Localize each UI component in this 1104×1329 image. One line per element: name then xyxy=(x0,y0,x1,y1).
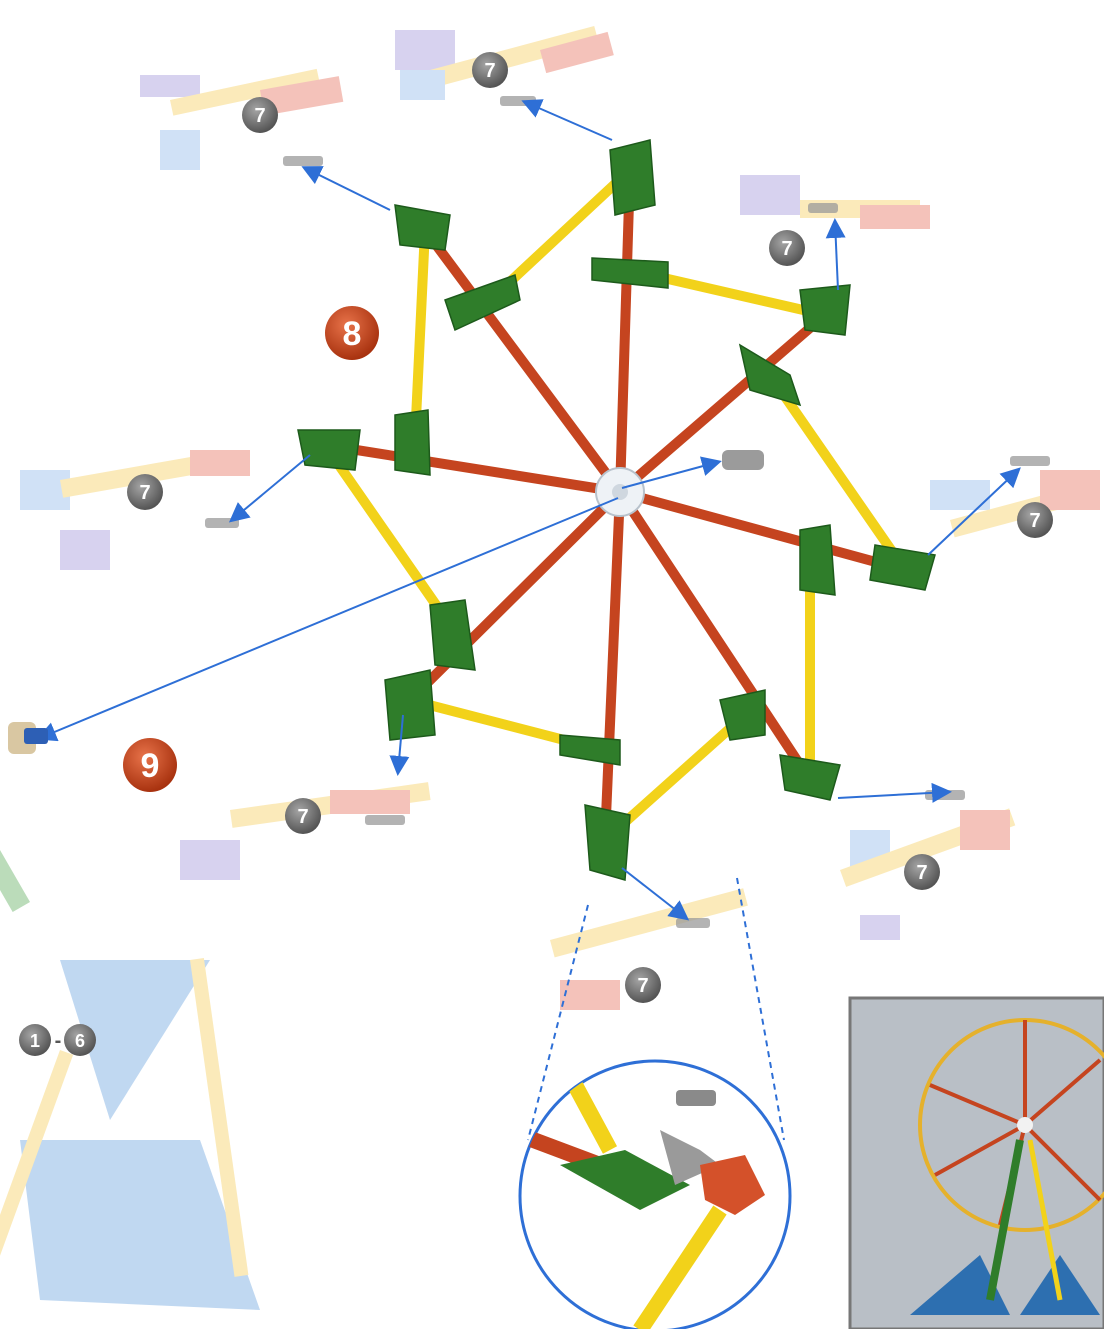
spoke-rod xyxy=(600,487,625,845)
seat-icon xyxy=(140,68,344,170)
sub-step-badge: 7 xyxy=(472,52,508,88)
svg-text:7: 7 xyxy=(781,238,792,260)
axle-icon xyxy=(676,918,710,928)
spoke-rod xyxy=(615,487,815,785)
rim xyxy=(320,165,910,845)
spokes xyxy=(320,165,910,845)
connector-icon xyxy=(394,204,451,251)
seat-icon xyxy=(180,782,431,880)
connector-icon xyxy=(719,689,766,741)
svg-text:8: 8 xyxy=(343,315,362,353)
connectors xyxy=(297,139,936,881)
step-9-badge: 9 xyxy=(123,738,177,792)
spoke-rod xyxy=(405,487,625,705)
arrow xyxy=(228,454,311,523)
sub-step-badge: 7 xyxy=(769,230,805,266)
step-8-badge: 8 xyxy=(325,306,379,360)
rim-rod xyxy=(320,440,455,630)
arrow xyxy=(521,99,613,141)
connector-icon xyxy=(869,544,936,591)
arrow xyxy=(927,467,1021,556)
sub-step-badge: 7 xyxy=(242,97,278,133)
steps-1-6-reference: 1 - 6 xyxy=(19,1024,96,1056)
svg-text:6: 6 xyxy=(75,1031,85,1051)
svg-text:9: 9 xyxy=(141,747,160,785)
seat-icon xyxy=(740,175,930,229)
connector-icon xyxy=(609,139,656,216)
spoke-rod xyxy=(420,225,625,497)
svg-text:7: 7 xyxy=(254,105,265,127)
arrow xyxy=(837,782,952,803)
svg-text:7: 7 xyxy=(297,806,308,828)
connector-icon xyxy=(738,343,802,407)
svg-text:7: 7 xyxy=(139,482,150,504)
svg-text:7: 7 xyxy=(1029,510,1040,532)
sub-step-badge: 7 xyxy=(127,474,163,510)
base-structure-faded xyxy=(0,850,260,1310)
sub-step-badges: 7 7 7 7 7 7 7 7 xyxy=(127,52,1053,1003)
rim-rod xyxy=(410,225,430,445)
spoke-rod xyxy=(615,310,830,497)
connector-icon xyxy=(799,284,851,336)
hub-connector-icon xyxy=(595,467,645,517)
spoke-rod xyxy=(615,165,635,497)
axle-insert-arrow xyxy=(36,497,619,742)
seat-icon xyxy=(550,888,748,1010)
sub-step-badge: 7 xyxy=(1017,502,1053,538)
connector-icon xyxy=(444,274,521,332)
svg-text:7: 7 xyxy=(916,862,927,884)
connector-icon xyxy=(559,734,621,766)
assembly-arrows xyxy=(36,99,1021,921)
svg-text:1: 1 xyxy=(30,1031,40,1051)
axle-icon xyxy=(365,815,405,825)
connector-icon xyxy=(779,754,841,801)
magnifier-detail-icon xyxy=(518,1059,792,1329)
spoke-rod xyxy=(615,487,910,575)
connector-icon xyxy=(591,257,669,289)
connector-icon xyxy=(429,599,476,671)
sub-step-badge: 7 xyxy=(285,798,321,834)
axle-icon xyxy=(283,156,323,166)
connector-icon xyxy=(584,804,631,881)
arrow xyxy=(301,166,391,211)
seat-icon xyxy=(840,808,1016,940)
reference-photo xyxy=(848,996,1104,1329)
spoke-rod xyxy=(320,440,625,497)
sub-step-badge: 7 xyxy=(625,967,661,1003)
rim-rod xyxy=(765,370,910,575)
seat-subassemblies-faded xyxy=(20,26,1100,1010)
arrow xyxy=(825,218,846,291)
connector-icon xyxy=(394,409,431,476)
axle-icon xyxy=(808,203,838,213)
connector-icon xyxy=(297,429,361,471)
arrow xyxy=(621,456,722,489)
connector-icon xyxy=(799,524,836,596)
seat-icon xyxy=(20,450,250,570)
arrow xyxy=(389,714,410,776)
svg-text:-: - xyxy=(55,1030,62,1052)
seat-icon xyxy=(930,470,1100,538)
axle-icon xyxy=(722,450,764,470)
axle-icon xyxy=(8,722,48,754)
axle-icon xyxy=(1010,456,1050,466)
svg-text:7: 7 xyxy=(637,975,648,997)
arrow xyxy=(621,867,690,921)
svg-text:7: 7 xyxy=(484,60,495,82)
connector-icon xyxy=(384,669,436,741)
zoom-guides xyxy=(527,877,785,1141)
sub-step-badge: 7 xyxy=(904,854,940,890)
